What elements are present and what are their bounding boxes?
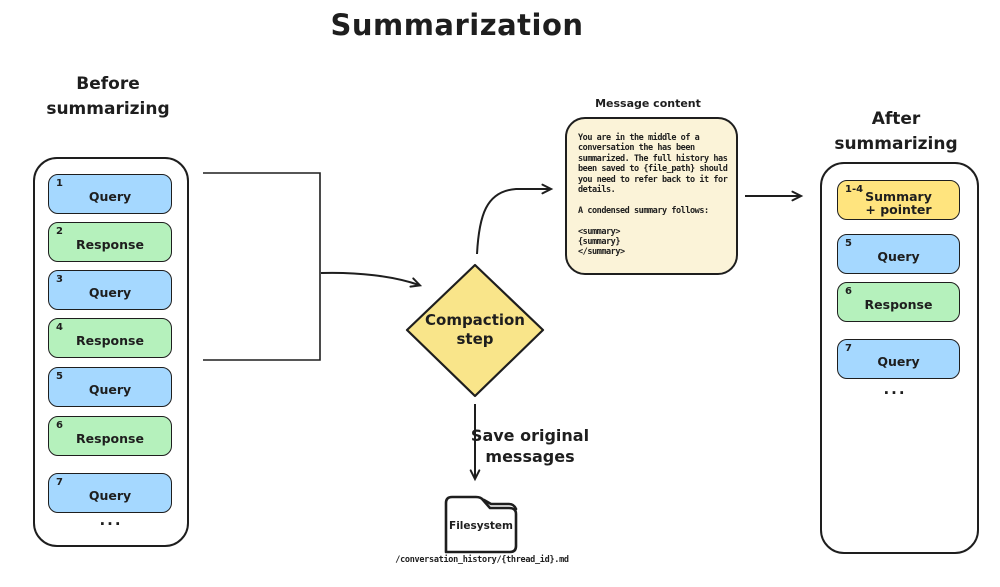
message-number: 5: [56, 371, 63, 382]
message-number: 1: [56, 178, 63, 189]
message-card-4: 4 Response: [48, 318, 172, 358]
bracket-messages-1-4: [203, 172, 321, 361]
message-label: Response: [864, 297, 933, 312]
message-number: 6: [56, 420, 63, 431]
after-message-stack: 1-4 Summary + pointer 5 Query 6 Response…: [820, 162, 979, 554]
note-title: Message content: [595, 97, 701, 110]
message-card-summary: 1-4 Summary + pointer: [837, 180, 960, 220]
message-card-6: 6 Response: [837, 282, 960, 322]
compaction-label-line2: step: [456, 330, 494, 348]
message-label: Summary + pointer: [865, 188, 932, 217]
after-heading-line2: summarizing: [834, 134, 958, 154]
compaction-label-line1: Compaction: [425, 311, 525, 329]
message-content-note: You are in the middle of a conversation …: [565, 117, 738, 275]
message-label: Query: [877, 354, 920, 369]
save-original-label: Save original messages: [471, 425, 589, 467]
message-number: 4: [56, 322, 63, 333]
message-number: 6: [845, 286, 852, 297]
after-heading: After summarizing: [834, 107, 957, 157]
message-number: 5: [845, 238, 852, 249]
message-number: 7: [845, 343, 852, 354]
message-label: Response: [76, 431, 144, 446]
after-heading-line1: After: [871, 109, 921, 129]
message-label: Query: [88, 382, 132, 397]
arrow-stack-to-compaction: [320, 271, 423, 288]
compaction-step-label: Compaction step: [425, 311, 525, 349]
arrow-compaction-to-note: [476, 183, 554, 255]
message-label: Query: [88, 488, 132, 503]
message-label: Query: [88, 285, 132, 300]
message-label: Query: [88, 189, 132, 204]
before-heading-line2: summarizing: [46, 99, 170, 119]
message-label: Response: [76, 333, 144, 348]
message-card-7: 7 Query: [837, 339, 960, 379]
message-label: Query: [877, 249, 920, 264]
page-title: Summarization: [330, 8, 584, 42]
message-label: Response: [76, 237, 144, 252]
before-message-stack: 1 Query 2 Response 3 Query 4 Response 5 …: [33, 157, 189, 547]
save-label-line2: messages: [485, 447, 575, 466]
more-messages-dots: ...: [99, 511, 123, 529]
message-card-3: 3 Query: [48, 270, 172, 310]
message-card-5: 5 Query: [837, 234, 960, 274]
note-body: You are in the middle of a conversation …: [578, 133, 728, 258]
message-card-7: 7 Query: [48, 473, 172, 513]
message-card-1: 1 Query: [48, 174, 172, 214]
message-card-6: 6 Response: [48, 416, 172, 456]
message-number: 1-4: [845, 184, 864, 195]
filesystem-label: Filesystem: [449, 520, 513, 532]
save-label-line1: Save original: [470, 426, 590, 445]
message-number: 2: [56, 226, 63, 237]
message-card-5: 5 Query: [48, 367, 172, 407]
message-number: 3: [56, 274, 63, 285]
message-number: 7: [56, 477, 63, 488]
message-card-2: 2 Response: [48, 222, 172, 262]
more-messages-dots: ...: [883, 380, 907, 398]
file-path-text: /conversation_history/{thread_id}.md: [395, 555, 569, 565]
before-heading-line1: Before: [76, 74, 140, 94]
before-heading: Before summarizing: [46, 72, 169, 122]
